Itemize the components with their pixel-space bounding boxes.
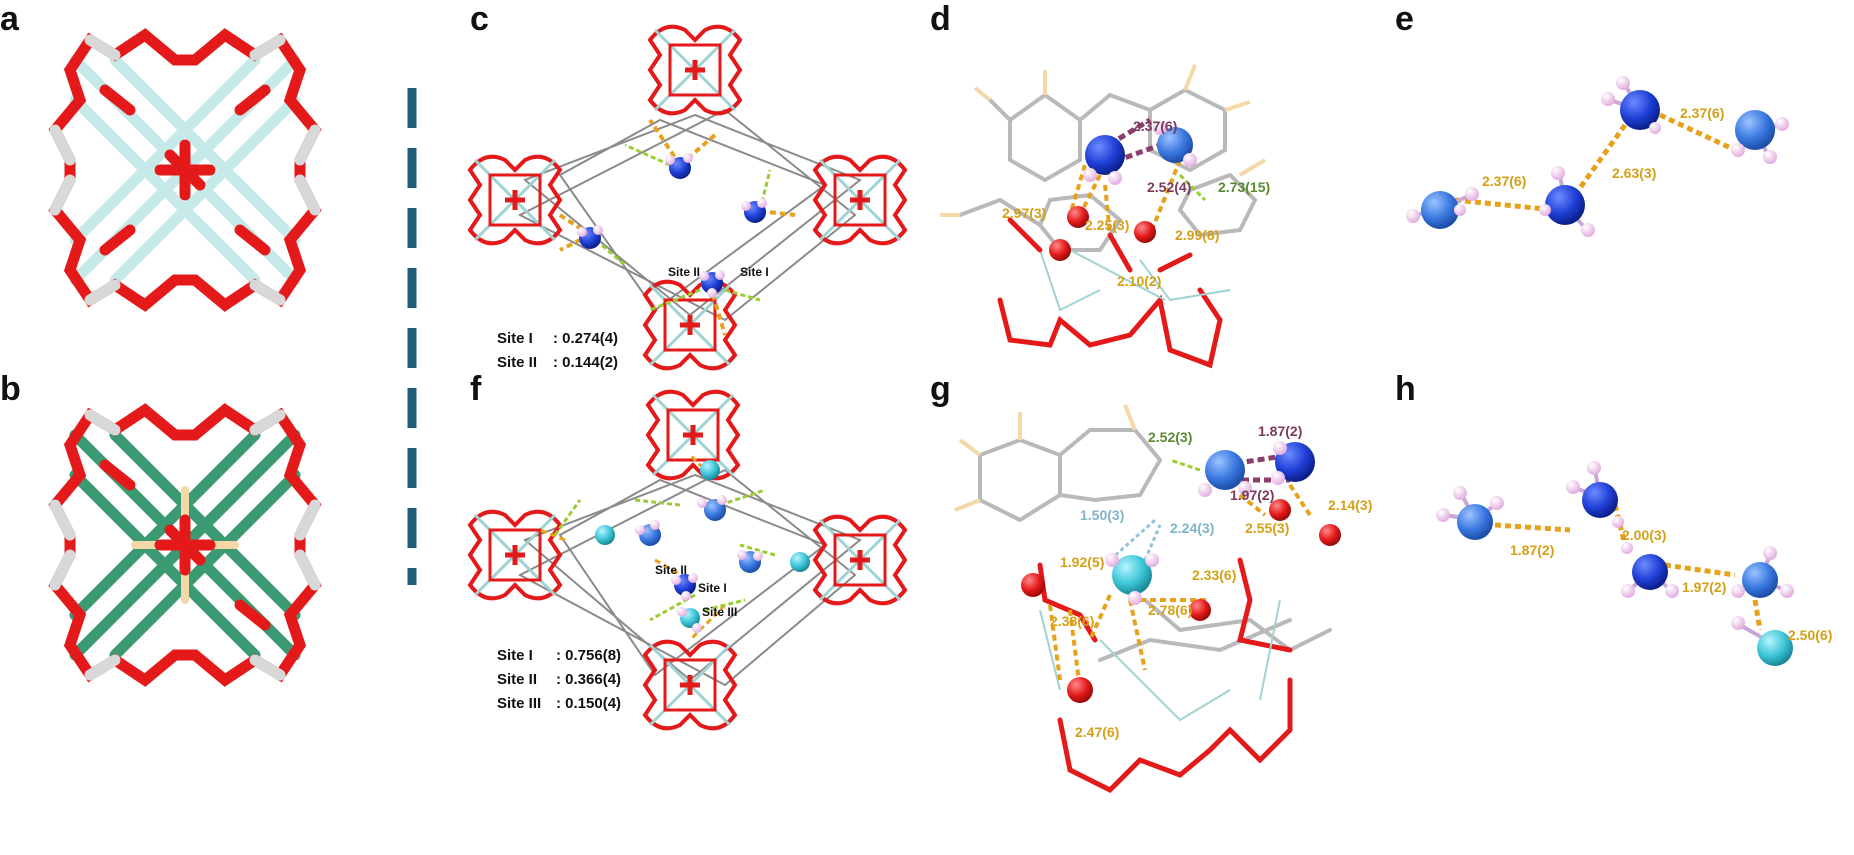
- distance-label: 1.97(2): [1682, 579, 1726, 595]
- site-label: Site I: [698, 581, 727, 595]
- panel-label-d: d: [930, 0, 951, 38]
- nitrogen-atom: [1632, 554, 1668, 590]
- panel-label-h: h: [1395, 370, 1416, 408]
- distance-label: 2.37(6): [1133, 118, 1177, 134]
- distance-label: 2.25(3): [1085, 217, 1129, 233]
- panel-label-g: g: [930, 370, 951, 408]
- panel-label-c: c: [470, 0, 489, 38]
- distance-label: 2.52(4): [1147, 179, 1191, 195]
- cage-left: [470, 157, 560, 244]
- site-iii-atom: [1112, 555, 1152, 595]
- panel-h-nh3-chain: 2.00(3) 1.87(2) 1.97(2) 2.50(6): [1436, 461, 1832, 666]
- distance-label: 2.73(15): [1218, 179, 1270, 195]
- oxygen-atom: [1269, 499, 1291, 521]
- oxygen-atom: [1021, 573, 1045, 597]
- distance-label: 2.10(2): [1117, 273, 1161, 289]
- occupancy-site-i-value: : 0.756(8): [556, 647, 621, 664]
- nitrogen-atom: [1457, 504, 1493, 540]
- site-label: Site II: [655, 563, 687, 577]
- site-iii-atom: [700, 460, 720, 480]
- occupancy-site-i-label: Site I: [497, 647, 533, 664]
- nitrogen-atom: [1157, 127, 1193, 163]
- panel-label-b: b: [0, 370, 21, 408]
- distance-label: 1.92(5): [1060, 554, 1104, 570]
- nitrogen-atom: [1205, 450, 1245, 490]
- nitrogen-atom: [1421, 191, 1459, 229]
- distance-label: 2.37(6): [1482, 173, 1526, 189]
- nitrogen-atom: [669, 157, 691, 179]
- distance-label: 1.50(3): [1080, 507, 1124, 523]
- site-iii-atom: [1757, 630, 1793, 666]
- distance-label: 2.52(3): [1148, 429, 1192, 445]
- cage-top: [650, 27, 740, 114]
- occupancy-site-iii-value: : 0.150(4): [556, 695, 621, 712]
- distance-label: 2.63(3): [1612, 165, 1656, 181]
- cage-bottom: [645, 642, 735, 729]
- oxygen-atom: [1067, 206, 1089, 228]
- nitrogen-atom: [1735, 110, 1775, 150]
- distance-label: 2.55(3): [1245, 520, 1289, 536]
- nitrogen-atom: [1545, 185, 1585, 225]
- nitrogen-atom: [1620, 90, 1660, 130]
- panel-label-e: e: [1395, 0, 1414, 38]
- occupancy-site-i-label: Site I: [497, 330, 533, 347]
- distance-label: 2.99(8): [1175, 227, 1219, 243]
- nitrogen-atom: [1582, 482, 1618, 518]
- distance-label: 1.87(2): [1510, 542, 1554, 558]
- oxygen-atom: [1319, 524, 1341, 546]
- panel-e-nh3-chain: 2.37(6) 2.63(3) 2.37(6): [1406, 76, 1789, 237]
- distance-label: 2.78(6): [1148, 602, 1192, 618]
- distance-label: 1.97(2): [1230, 487, 1274, 503]
- site-label: Site II: [668, 265, 700, 279]
- distance-label: 2.97(3): [1002, 205, 1046, 221]
- occupancy-site-i-value: : 0.274(4): [553, 330, 618, 347]
- oxygen-atom: [1067, 677, 1093, 703]
- distance-label: 2.47(6): [1075, 724, 1119, 740]
- distance-label: 2.38(6): [1050, 613, 1094, 629]
- nitrogen-atom: [1742, 562, 1778, 598]
- cage-top: [648, 392, 738, 479]
- distance-label: 2.33(6): [1192, 567, 1236, 583]
- distance-label: 2.14(3): [1328, 497, 1372, 513]
- panel-b-sbu: [48, 403, 322, 687]
- distance-label: 2.37(6): [1680, 105, 1724, 121]
- oxygen-atom: [1049, 239, 1071, 261]
- oxygen-atom: [1189, 599, 1211, 621]
- distance-label: 2.24(3): [1170, 520, 1214, 536]
- distance-label: 1.87(2): [1258, 423, 1302, 439]
- occupancy-site-iii-label: Site III: [497, 695, 541, 712]
- panel-a-sbu: [48, 28, 322, 312]
- site-iii-atom: [595, 525, 615, 545]
- occupancy-site-ii-label: Site II: [497, 671, 537, 688]
- occupancy-site-ii-label: Site II: [497, 354, 537, 371]
- panel-c-framework: Site II Site I Site I : 0.274(4) Site II…: [470, 27, 905, 371]
- panel-f-framework: Site II Site I Site III Site I : 0.756(8…: [470, 392, 905, 729]
- panel-g-binding-site: 2.52(3) 1.87(2) 1.97(2) 2.14(3) 1.50(3) …: [954, 404, 1372, 794]
- occupancy-site-ii-value: : 0.366(4): [556, 671, 621, 688]
- nitrogen-atom: [1085, 135, 1125, 175]
- site-label: Site I: [740, 265, 769, 279]
- site-label: Site III: [702, 605, 737, 619]
- panel-label-a: a: [0, 0, 20, 38]
- oxygen-atom: [1134, 221, 1156, 243]
- cage-left: [470, 512, 560, 599]
- distance-label: 2.50(6): [1788, 627, 1832, 643]
- panel-label-f: f: [470, 370, 482, 408]
- cage-right: [815, 157, 905, 244]
- site-iii-atom: [790, 552, 810, 572]
- cage-right: [815, 517, 905, 604]
- occupancy-site-ii-value: : 0.144(2): [553, 354, 618, 371]
- distance-label: 2.00(3): [1622, 527, 1666, 543]
- panel-d-binding-site: 2.37(6) 2.52(4) 2.73(15) 2.97(3) 2.25(3)…: [940, 64, 1270, 369]
